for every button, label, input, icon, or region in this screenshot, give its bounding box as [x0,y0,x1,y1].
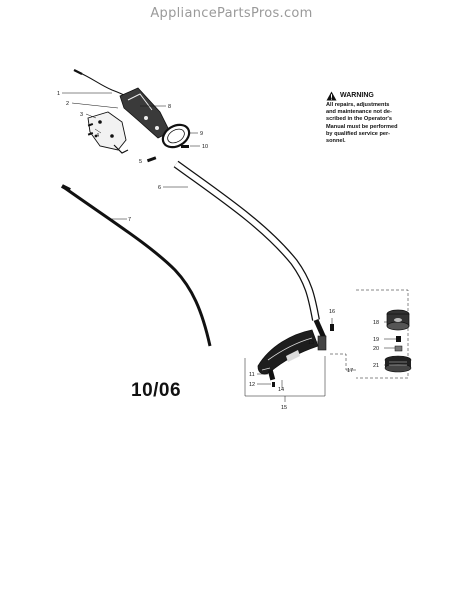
part-clamp-ring [161,123,191,149]
date-code: 10/06 [131,380,182,401]
warning-triangle-icon [326,91,337,101]
callout-19: 19 [373,337,379,343]
warning-text: All repairs, adjustments and maintenance… [326,102,436,145]
warning-title: WARNING [340,92,374,100]
part-spool-housing [384,355,412,373]
warning-header: WARNING [326,91,436,101]
callout-13: 13 [308,340,314,346]
warning-line: and maintenance not de- [326,109,392,116]
warning-line: by qualified service per- [326,130,391,137]
callout-15: 15 [281,405,287,411]
callout-18: 18 [373,320,379,326]
part-handle-housing [119,87,171,139]
callout-2: 2 [66,101,69,107]
part-bump-knob [386,309,410,331]
warning-line: scribed in the Operator's [326,116,392,123]
part-shaft-coupler [317,335,327,351]
callout-16: 16 [329,309,335,315]
warning-line: All repairs, adjustments [326,102,390,108]
warning-line: Manual must be performed [326,123,398,130]
callout-12: 12 [249,382,255,388]
callout-6: 6 [158,185,161,191]
warning-notice: WARNING All repairs, adjustments and mai… [326,91,436,145]
callout-7: 7 [128,217,131,223]
callout-10: 10 [202,144,208,150]
callout-labels: 1 2 3 4 5 6 7 8 9 10 11 12 13 14 15 16 1… [57,91,379,411]
callout-1: 1 [57,91,60,97]
part-screw-16 [330,324,334,331]
callout-14: 14 [278,387,284,393]
part-housing-half [87,111,129,154]
part-guard-assembly [257,329,319,375]
part-screws [87,123,94,136]
part-screw-5 [146,156,157,163]
part-clamp-bolt [181,145,189,148]
part-spring-and-eyelet [394,336,403,352]
callout-20: 20 [373,346,379,352]
warning-line: sonnel. [326,138,346,145]
callout-21: 21 [373,363,379,369]
callout-9: 9 [200,131,203,137]
callout-4: 4 [96,133,99,139]
site-watermark: AppliancePartsPros.com [150,6,313,21]
callout-5: 5 [139,159,142,165]
callout-8: 8 [168,104,171,110]
part-drive-shaft-tube [173,160,327,340]
part-flex-cable [61,184,212,347]
callout-17: 17 [347,368,353,374]
callout-3: 3 [80,112,83,118]
callout-11: 11 [249,372,255,378]
part-blade-and-screw [267,369,276,387]
